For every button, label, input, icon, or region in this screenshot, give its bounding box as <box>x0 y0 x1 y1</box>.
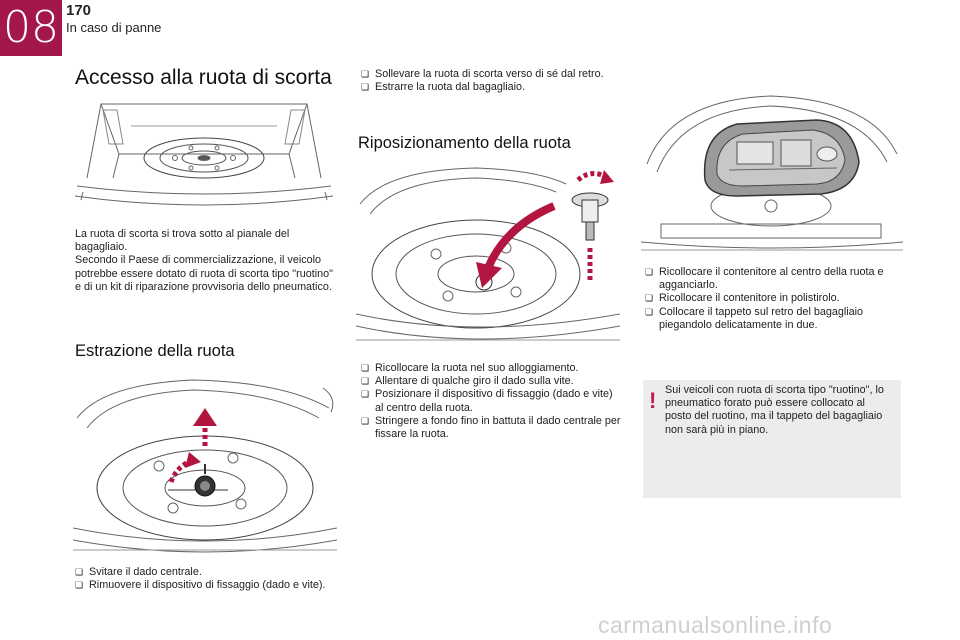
section-title-access: Accesso alla ruota di scorta <box>75 66 332 89</box>
watermark: carmanualsonline.info <box>598 612 833 638</box>
list-item: ❏Ricollocare il contenitore al centro de… <box>645 266 884 292</box>
list-item: ❏Ricollocare la ruota nel suo alloggiame… <box>361 362 579 374</box>
section-title-extraction: Estrazione della ruota <box>75 342 235 360</box>
checkbox-bullet-icon: ❏ <box>645 267 654 277</box>
checkbox-bullet-icon: ❏ <box>645 293 654 304</box>
exclamation-icon: ! <box>649 388 657 413</box>
checkbox-bullet-icon: ❏ <box>361 415 370 426</box>
chapter-tab: 08 <box>0 0 62 56</box>
list-item: ❏Collocare il tappeto sul retro del baga… <box>645 305 864 331</box>
access-paragraph: La ruota di scorta si trova sotto al pia… <box>75 228 333 293</box>
checkbox-bullet-icon: ❏ <box>361 69 370 79</box>
page-number: 170 <box>66 2 92 19</box>
list-item: ❏Ricollocare il contenitore in polistiro… <box>645 292 840 305</box>
list-item: ❏Sollevare la ruota di scorta verso di s… <box>361 68 604 80</box>
warning-note-text: Sui veicoli con ruota di scorta tipo "ru… <box>665 384 884 436</box>
wheel-reposition-illustration <box>356 164 620 350</box>
nut-removal-illustration <box>73 378 337 554</box>
warning-note: ! Sui veicoli con ruota di scorta tipo "… <box>643 380 901 498</box>
reposition-steps: ❏Ricollocare la ruota nel suo alloggiame… <box>361 362 621 441</box>
container-steps: ❏Ricollocare il contenitore al centro de… <box>645 266 903 332</box>
lift-steps: ❏Sollevare la ruota di scorta verso di s… <box>361 68 621 94</box>
checkbox-bullet-icon: ❏ <box>645 306 654 317</box>
checkbox-bullet-icon: ❏ <box>75 567 84 577</box>
checkbox-bullet-icon: ❏ <box>361 389 370 400</box>
section-title-reposition: Riposizionamento della ruota <box>358 134 571 152</box>
list-item: ❏Stringere a fondo fino in battuta il da… <box>361 414 621 441</box>
list-item: ❏Estrarre la ruota dal bagagliaio. <box>361 81 526 94</box>
checkbox-bullet-icon: ❏ <box>75 580 84 591</box>
tool-container-illustration <box>641 94 903 254</box>
list-item: ❏Rimuovere il dispositivo di fissaggio (… <box>75 579 326 592</box>
list-item: ❏Posizionare il dispositivo di fissaggio… <box>361 388 613 414</box>
list-item: ❏Svitare il dado centrale. <box>75 566 202 578</box>
chapter-title: In caso di panne <box>66 20 162 35</box>
checkbox-bullet-icon: ❏ <box>361 82 370 93</box>
trunk-illustration <box>73 96 335 206</box>
checkbox-bullet-icon: ❏ <box>361 376 370 387</box>
extraction-steps: ❏Svitare il dado centrale. ❏Rimuovere il… <box>75 566 337 592</box>
checkbox-bullet-icon: ❏ <box>361 363 370 373</box>
list-item: ❏Allentare di qualche giro il dado sulla… <box>361 375 574 388</box>
